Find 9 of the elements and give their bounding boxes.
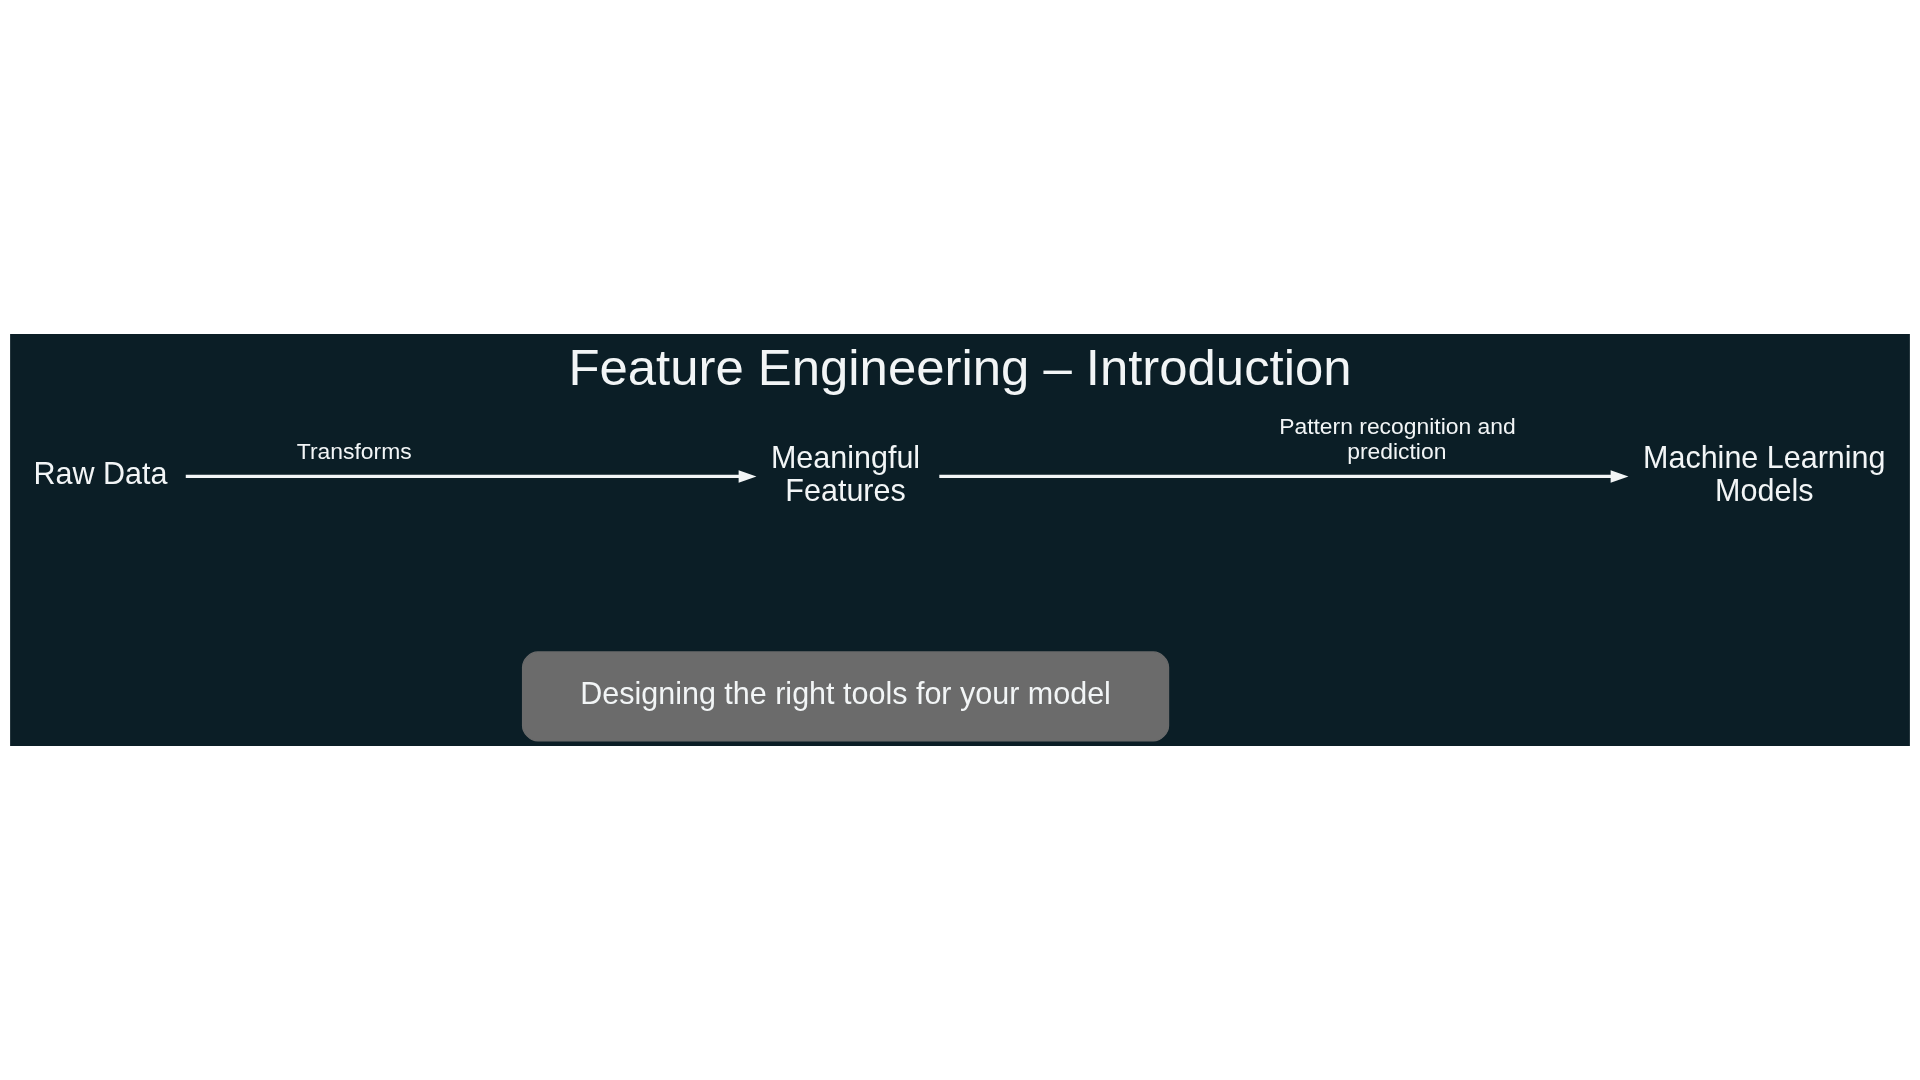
node-text: Meaningful Features [770,439,921,507]
edge-label: Transforms [296,438,412,465]
arrow [939,470,1629,483]
edge-label: Pattern recognition and prediction [1279,412,1516,465]
node-text: Machine Learning Models [1643,439,1886,507]
node-box: Designing the right tools for your model [521,651,1170,742]
diagram-title: Feature Engineering – Introduction [568,338,1352,396]
arrow [185,470,757,483]
node-text: Raw Data [33,456,168,491]
